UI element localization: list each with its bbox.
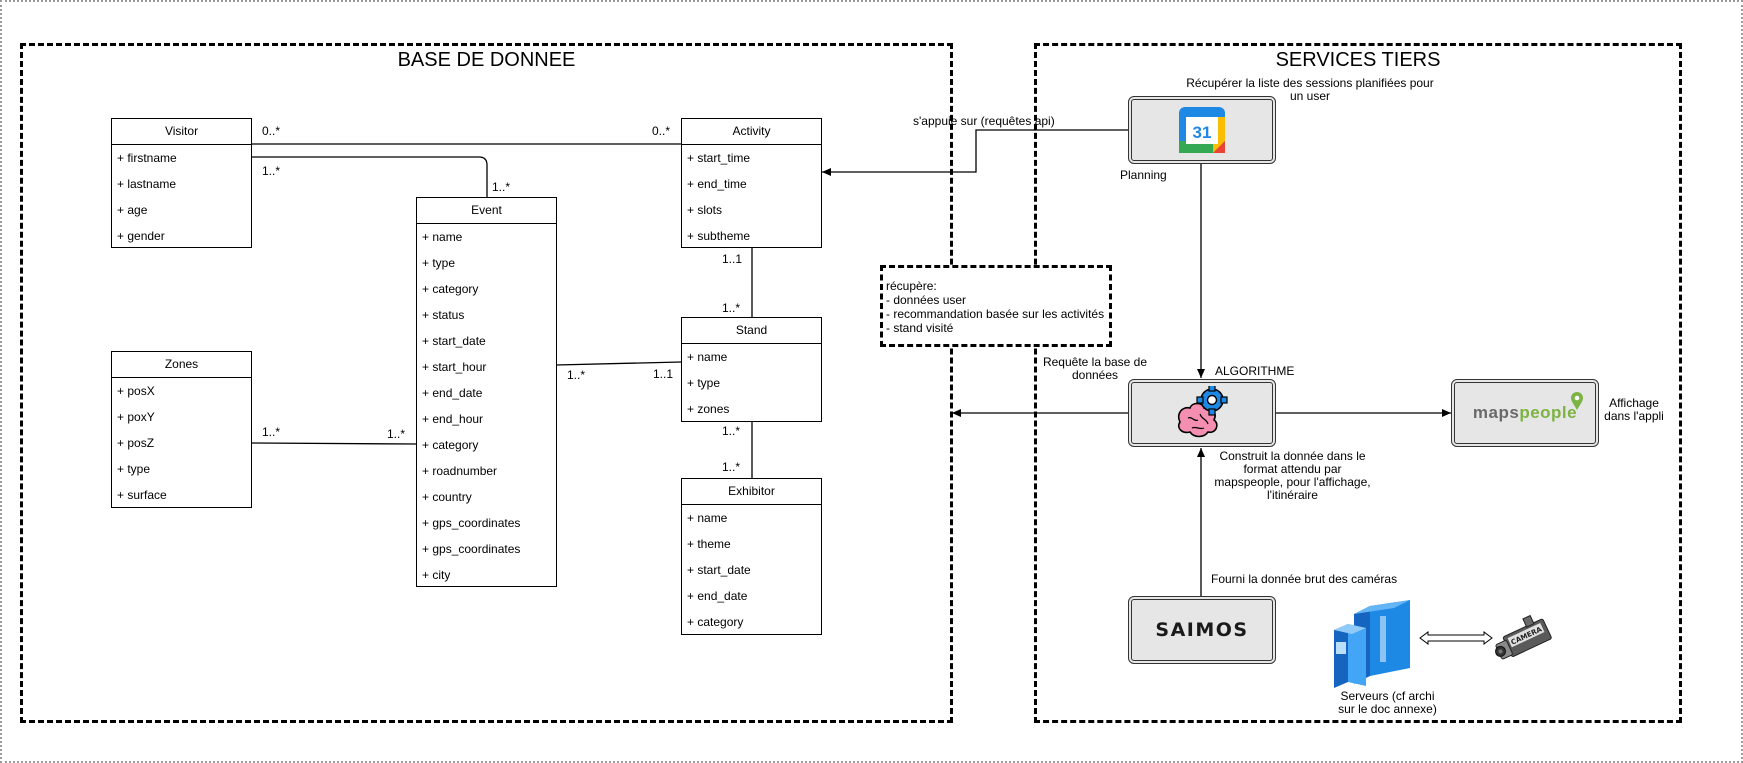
algorithm-service[interactable] — [1128, 379, 1276, 447]
event-attr: + start_hour — [422, 360, 487, 374]
map-pin-icon — [1571, 392, 1584, 410]
stand-attr: + name — [687, 350, 728, 364]
build-data-annotation: Construit la donnée dans le format atten… — [1214, 449, 1371, 502]
event-attr: + status — [422, 308, 465, 322]
note-line: - stand visité — [886, 321, 954, 335]
activity-class[interactable]: Activity + start_time + end_time + slots… — [681, 118, 822, 248]
activity-class-name: Activity — [682, 119, 821, 145]
zones-attr: + posZ — [117, 436, 155, 450]
multiplicity-label: 1..* — [387, 427, 406, 441]
zones-class-name: Zones — [112, 352, 251, 378]
multiplicity-label: 1..* — [722, 424, 741, 438]
zones-class[interactable]: Zones + posX + poxY + posZ + type + surf… — [111, 351, 252, 508]
raw-camera-annotation: Fourni la donnée brut des caméras — [1211, 572, 1398, 586]
visitor-attr: + lastname — [117, 177, 177, 191]
event-attr: + city — [422, 568, 451, 582]
multiplicity-label: 1..* — [567, 368, 586, 382]
relies-on-annotation: s'appuie sur (requêtes api) — [913, 114, 1055, 128]
saimos-service[interactable]: SAIMOS — [1128, 596, 1276, 664]
stand-class-name: Stand — [682, 318, 821, 344]
multiplicity-label: 1..* — [262, 425, 281, 439]
database-group-title: BASE DE DONNEE — [397, 49, 576, 71]
visitor-class-name: Visitor — [112, 119, 251, 145]
zones-attr: + type — [117, 462, 151, 476]
event-attr: + end_hour — [422, 412, 484, 426]
zones-attr: + poxY — [117, 410, 155, 424]
database-group: BASE DE DONNEE — [20, 43, 953, 723]
stand-attr: + type — [687, 376, 721, 390]
note-line: - recommandation basée sur les activités — [886, 307, 1105, 321]
saimos-logo: SAIMOS — [1155, 619, 1249, 641]
servers-caption: Serveurs (cf archi sur le doc annexe) — [1338, 689, 1437, 716]
stand-attr: + zones — [687, 402, 730, 416]
mapspeople-logo-people: people — [1519, 403, 1578, 422]
activity-attr: + slots — [687, 203, 723, 217]
exhibitor-attr: + name — [687, 511, 728, 525]
exhibitor-attr: + end_date — [687, 589, 748, 603]
multiplicity-label: 0..* — [262, 124, 281, 138]
event-class-name: Event — [417, 198, 556, 224]
algorithm-label: ALGORITHME — [1215, 364, 1295, 378]
event-attr: + country — [422, 490, 472, 504]
exhibitor-attr: + category — [687, 615, 744, 629]
brain-gear-icon — [1177, 386, 1228, 438]
third-party-group: SERVICES TIERS — [1034, 43, 1682, 723]
exhibitor-attr: + theme — [687, 537, 731, 551]
visitor-event-association — [251, 156, 488, 197]
event-attr: + category — [422, 282, 479, 296]
multiplicity-label: 1..* — [722, 460, 741, 474]
event-attr: + start_date — [422, 334, 486, 348]
visitor-attr: + firstname — [117, 151, 177, 165]
visitor-class[interactable]: Visitor + firstname + lastname + age + g… — [111, 118, 252, 248]
planning-to-activity-arrow — [822, 129, 1128, 176]
activity-attr: + end_time — [687, 177, 747, 191]
visitor-attr: + gender — [117, 229, 165, 243]
note-title: récupère: — [886, 279, 937, 293]
multiplicity-label: 1..1 — [722, 252, 743, 266]
event-attr: + end_date — [422, 386, 483, 400]
planning-label: Planning — [1120, 168, 1167, 182]
db-request-annotation: Requête la base de données — [1042, 355, 1148, 382]
event-attr: + category — [422, 438, 479, 452]
google-calendar-icon: 31 — [1179, 107, 1225, 153]
camera-icon: CAMERA — [1495, 614, 1552, 660]
event-attr: + name — [422, 230, 463, 244]
mapspeople-caption: Affichage dans l'appli — [1604, 396, 1664, 423]
event-attr: + type — [422, 256, 456, 270]
event-attr: + gps_coordinates — [422, 516, 521, 530]
multiplicity-label: 1..1 — [653, 367, 674, 381]
event-attr: + gps_coordinates — [422, 542, 521, 556]
third-party-group-title: SERVICES TIERS — [1275, 49, 1441, 71]
multiplicity-label: 1..* — [722, 301, 741, 315]
stand-class[interactable]: Stand + name + type + zones — [681, 317, 822, 422]
servers-camera-link — [1419, 631, 1493, 645]
activity-attr: + subtheme — [687, 229, 751, 243]
exhibitor-attr: + start_date — [687, 563, 751, 577]
note-line: - données user — [886, 293, 967, 307]
event-attr: + roadnumber — [422, 464, 498, 478]
mapspeople-logo-maps: maps — [1472, 403, 1520, 422]
zones-event-association — [250, 442, 417, 445]
event-class[interactable]: Event + name + type + category + status … — [416, 197, 557, 587]
multiplicity-label: 1..* — [492, 180, 511, 194]
planning-top-annotation: Récupérer la liste des sessions planifié… — [1186, 76, 1434, 103]
planning-service[interactable]: 31 — [1128, 96, 1276, 164]
multiplicity-label: 1..* — [262, 164, 281, 178]
servers-icon — [1334, 600, 1410, 688]
retrieval-note[interactable]: récupère: - données user - recommandatio… — [880, 265, 1112, 347]
exhibitor-class[interactable]: Exhibitor + name + theme + start_date + … — [681, 478, 822, 635]
mapspeople-logo: mapspeople — [1472, 392, 1584, 423]
calendar-day-text: 31 — [1193, 123, 1212, 142]
mapspeople-service[interactable]: mapspeople — [1451, 379, 1599, 447]
zones-attr: + surface — [117, 488, 167, 502]
zones-attr: + posX — [117, 384, 155, 398]
visitor-attr: + age — [117, 203, 148, 217]
exhibitor-class-name: Exhibitor — [682, 479, 821, 505]
multiplicity-label: 0..* — [652, 124, 671, 138]
activity-attr: + start_time — [687, 151, 751, 165]
event-stand-association — [555, 361, 682, 366]
